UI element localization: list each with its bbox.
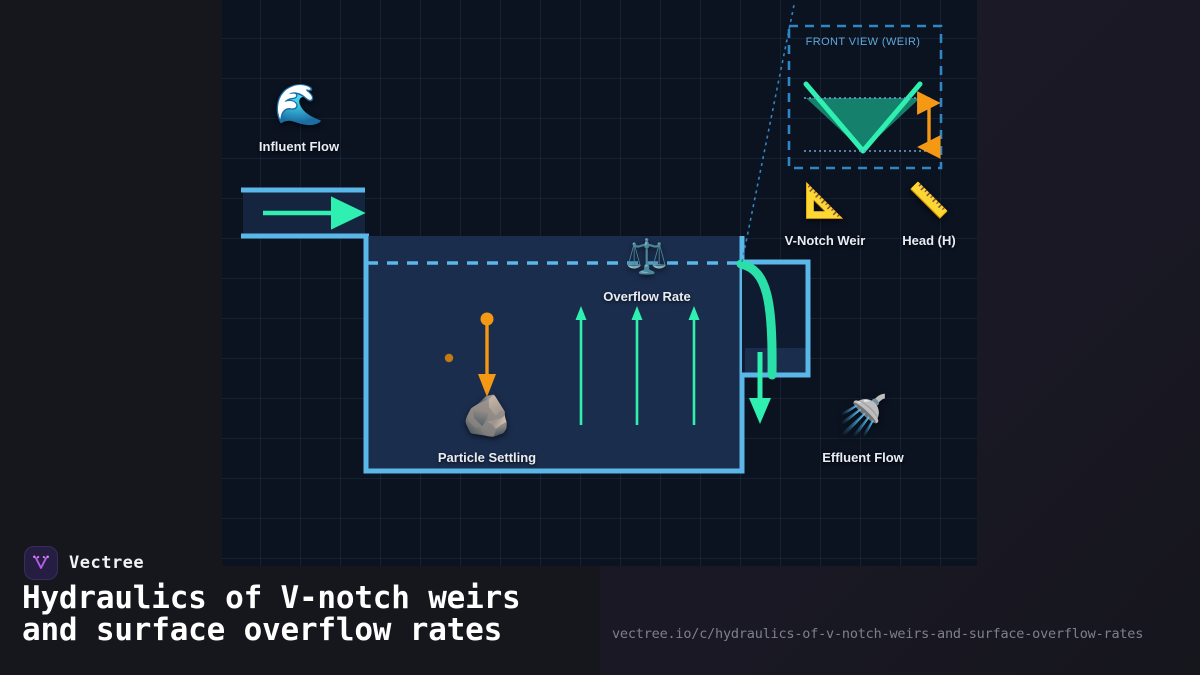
vectree-logo-glyph xyxy=(33,555,49,569)
wave-icon: 🌊 xyxy=(274,83,324,127)
vnotch-edges xyxy=(803,81,923,154)
weir-nappe-jet xyxy=(736,259,777,380)
weir-detail-box xyxy=(787,24,943,170)
page-url: vectree.io/c/hydraulics-of-v-notch-weirs… xyxy=(612,626,1144,642)
overflow-rate-label: Overflow Rate xyxy=(603,289,691,304)
vectree-logo-icon xyxy=(24,546,58,580)
detail-leader-line xyxy=(741,4,795,263)
brand: Vectree xyxy=(24,546,144,580)
effluent-weir-chamber xyxy=(736,259,811,424)
overflow-rate-arrows xyxy=(575,306,700,425)
diagram-vector-layer xyxy=(241,4,943,474)
brand-name: Vectree xyxy=(69,553,145,573)
diagram-canvas: FRONT VIEW (WEIR) 🌊 Influent Flow ⚖️ Ove… xyxy=(222,0,977,566)
detail-box-title: FRONT VIEW (WEIR) xyxy=(805,36,921,48)
sedimentation-tank xyxy=(363,236,745,474)
triangular-ruler-icon: 📐 xyxy=(803,182,847,220)
shower-head-icon: 🚿 xyxy=(838,394,888,438)
rock-icon: 🪨 xyxy=(462,394,512,438)
v-notch-weir-label: V-Notch Weir xyxy=(784,233,866,248)
suspended-particle-dot xyxy=(444,353,454,363)
effluent-flow-label: Effluent Flow xyxy=(822,450,904,465)
page-title-line-2: and surface overflow rates xyxy=(22,612,503,648)
vnotch-water-fill xyxy=(806,98,920,151)
balance-scale-icon: ⚖️ xyxy=(625,238,669,276)
page-title-line-1: Hydraulics of V-notch weirs xyxy=(22,580,521,616)
influent-flow-label: Influent Flow xyxy=(258,139,340,154)
straight-ruler-icon: 📏 xyxy=(907,182,951,220)
page-title: Hydraulics of V-notch weirs and surface … xyxy=(22,582,521,646)
influent-pipe xyxy=(241,187,369,239)
particle-settling-vector xyxy=(444,312,496,397)
head-label: Head (H) xyxy=(902,233,956,248)
particle-settling-label: Particle Settling xyxy=(437,450,537,465)
footer: Vectree Hydraulics of V-notch weirs and … xyxy=(0,546,1200,675)
